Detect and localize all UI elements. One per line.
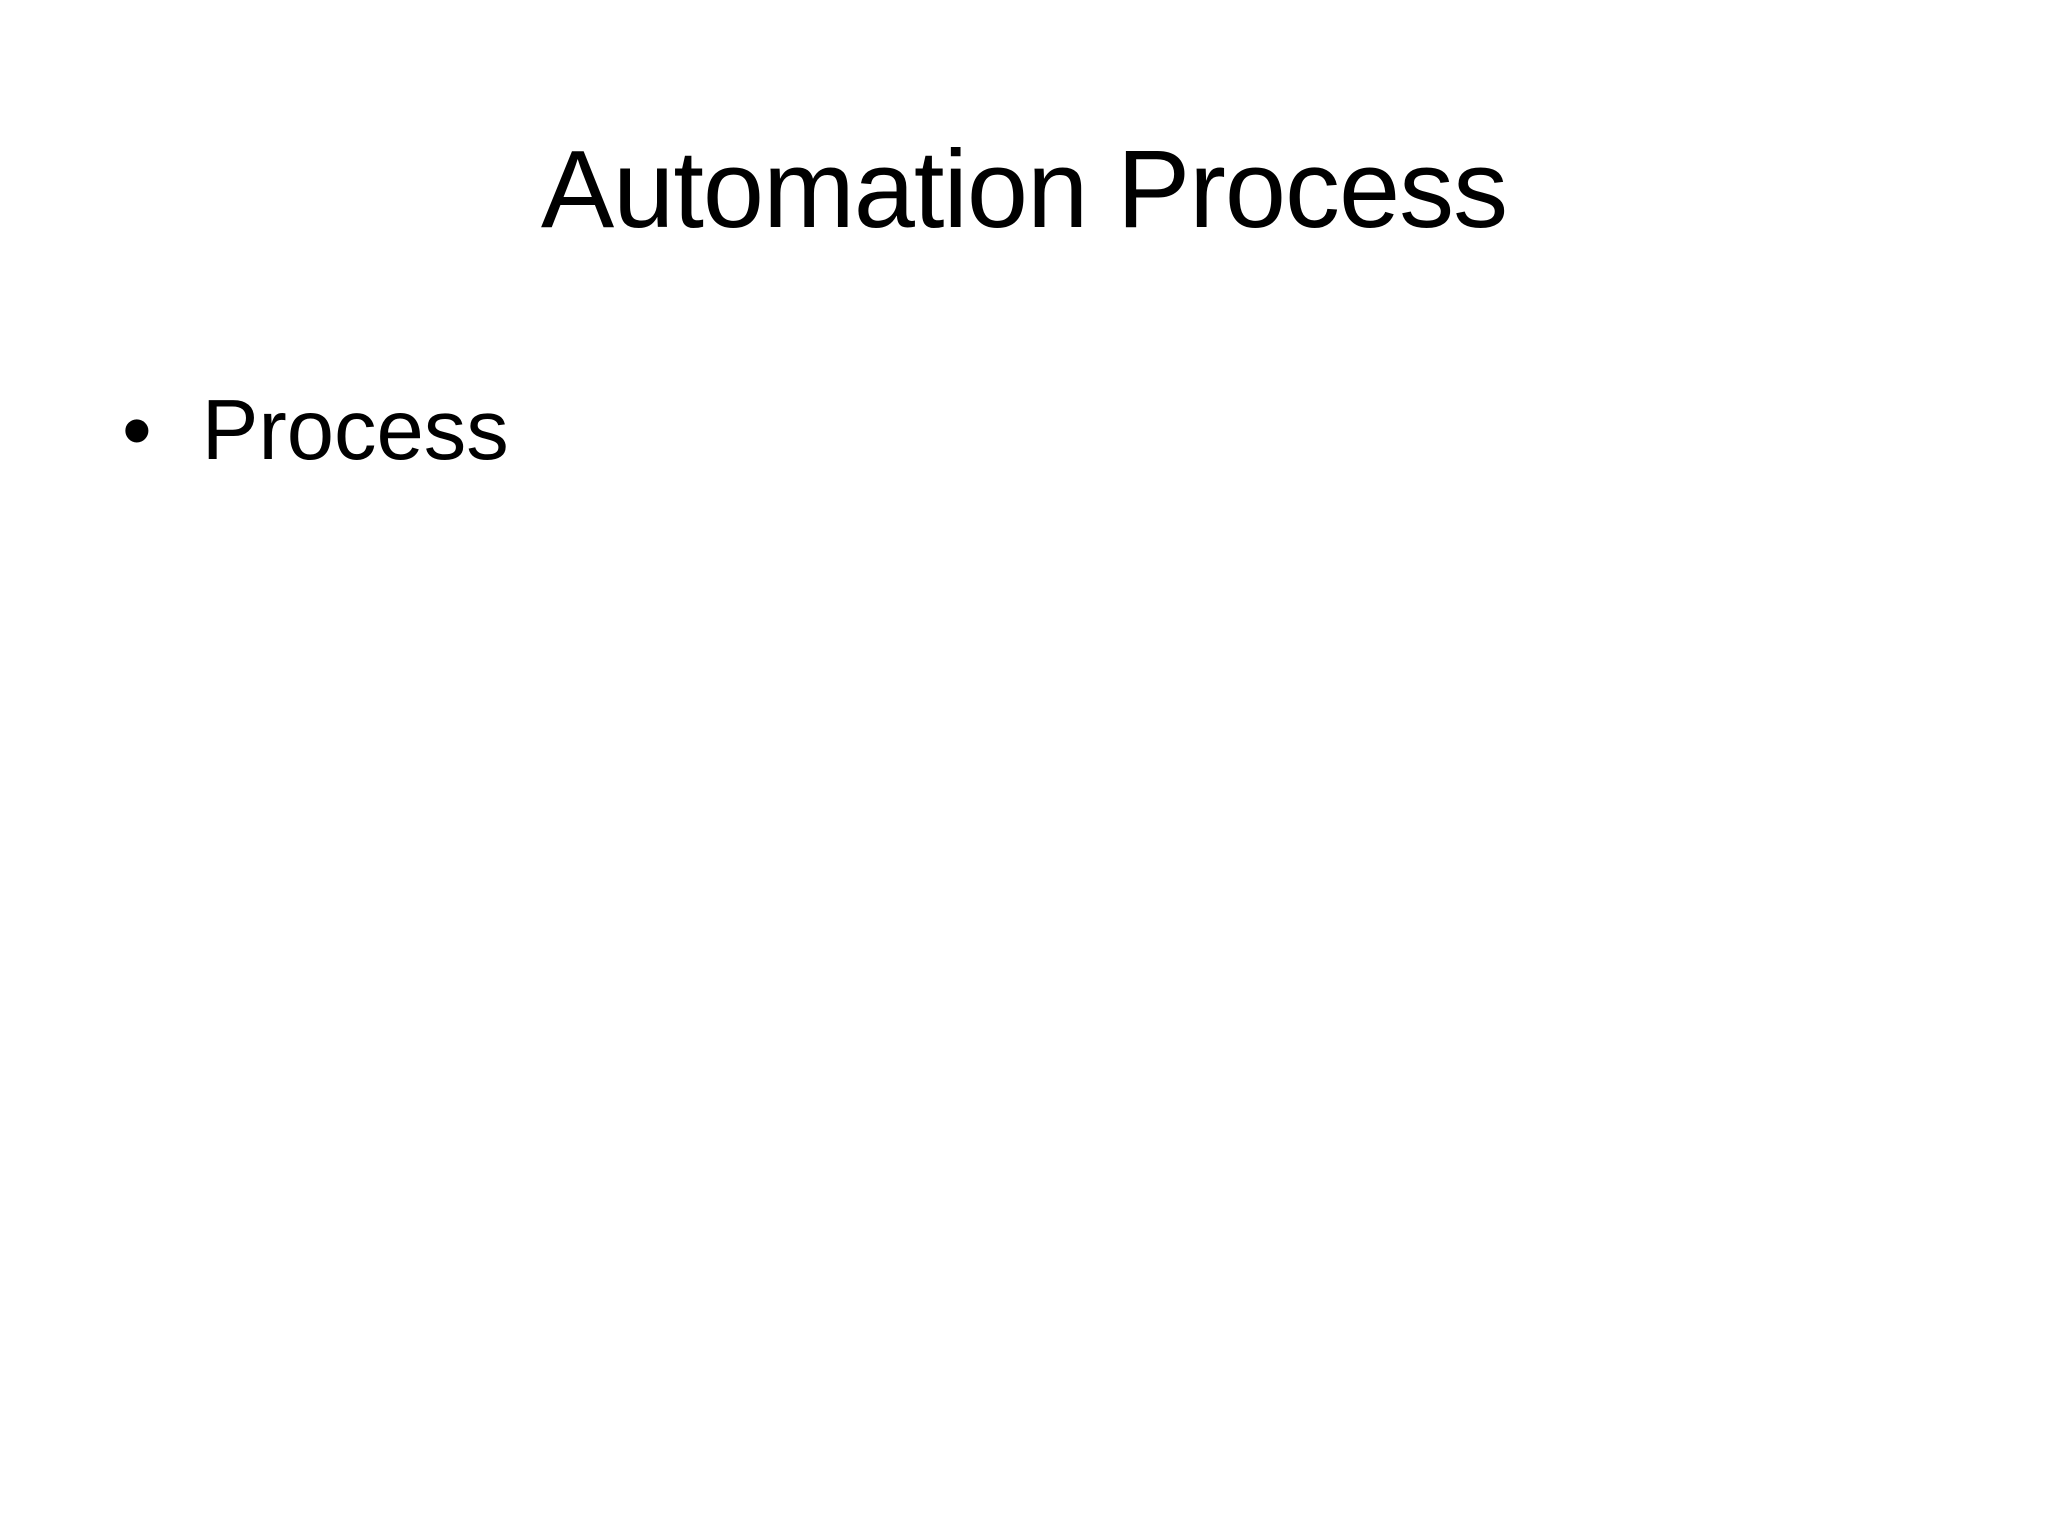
bullet-icon: • <box>122 383 152 478</box>
list-item: • Process <box>122 378 509 484</box>
bullet-label: Process <box>201 383 509 478</box>
slide-title: Automation Process <box>540 128 1508 251</box>
bullet-list: • Process <box>122 378 509 484</box>
